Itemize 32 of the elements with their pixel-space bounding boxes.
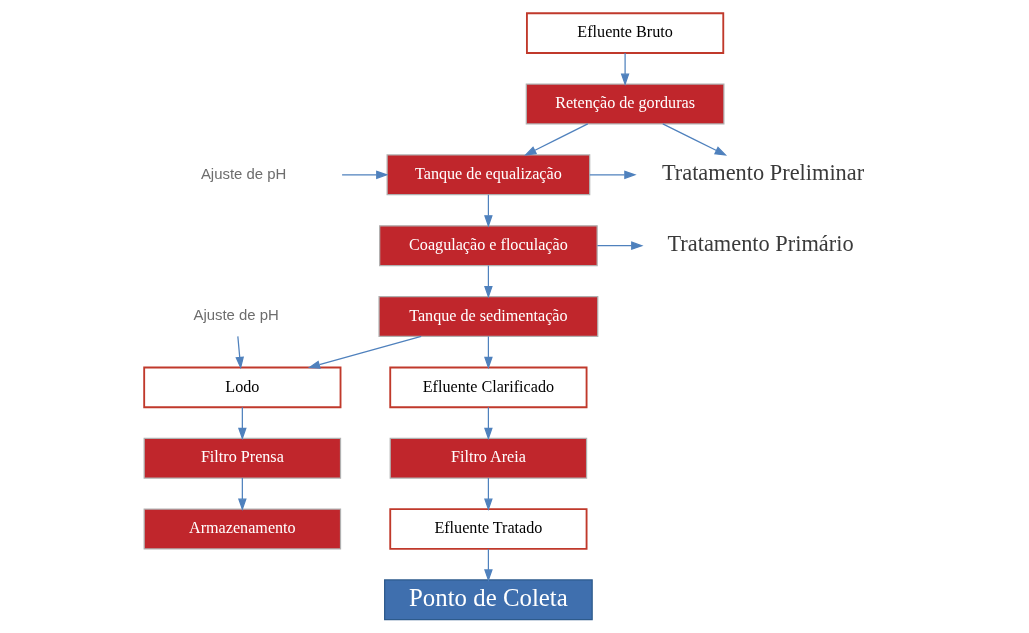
arrow xyxy=(307,335,422,369)
node-box: Efluente Bruto xyxy=(526,12,725,54)
arrow xyxy=(484,194,493,228)
arrow xyxy=(484,264,493,299)
node-text: Ajuste de pH xyxy=(193,307,279,324)
arrow xyxy=(484,335,493,370)
arrow xyxy=(484,477,493,511)
arrow xyxy=(524,123,589,156)
arrow xyxy=(238,477,247,511)
arrow xyxy=(484,406,493,441)
node-text: Tratamento Preliminar xyxy=(661,160,865,186)
node-text: Ajuste de pH xyxy=(200,165,287,182)
node-box: Armazenamento xyxy=(143,508,342,550)
arrow xyxy=(596,241,644,251)
node-text: Tratamento Primário xyxy=(667,231,854,257)
arrow xyxy=(235,335,245,370)
node-box: Efluente Clarificado xyxy=(389,366,588,409)
arrow xyxy=(484,548,493,582)
arrow xyxy=(620,52,630,86)
node-box: Coagulação e floculação xyxy=(379,225,598,267)
arrow xyxy=(662,123,728,156)
node-box: Tanque de sedimentação xyxy=(378,296,599,337)
arrow xyxy=(341,170,389,180)
node-box: Tanque de equalização xyxy=(386,154,591,196)
node-box: Efluente Tratado xyxy=(389,508,588,550)
node-box: Ponto de Coleta xyxy=(384,579,593,621)
arrow xyxy=(238,406,247,441)
node-box: Lodo xyxy=(143,366,342,409)
node-box: Filtro Areia xyxy=(389,437,588,479)
node-box: Filtro Prensa xyxy=(143,437,342,479)
arrow xyxy=(589,170,637,180)
node-box: Retenção de gorduras xyxy=(525,83,725,125)
